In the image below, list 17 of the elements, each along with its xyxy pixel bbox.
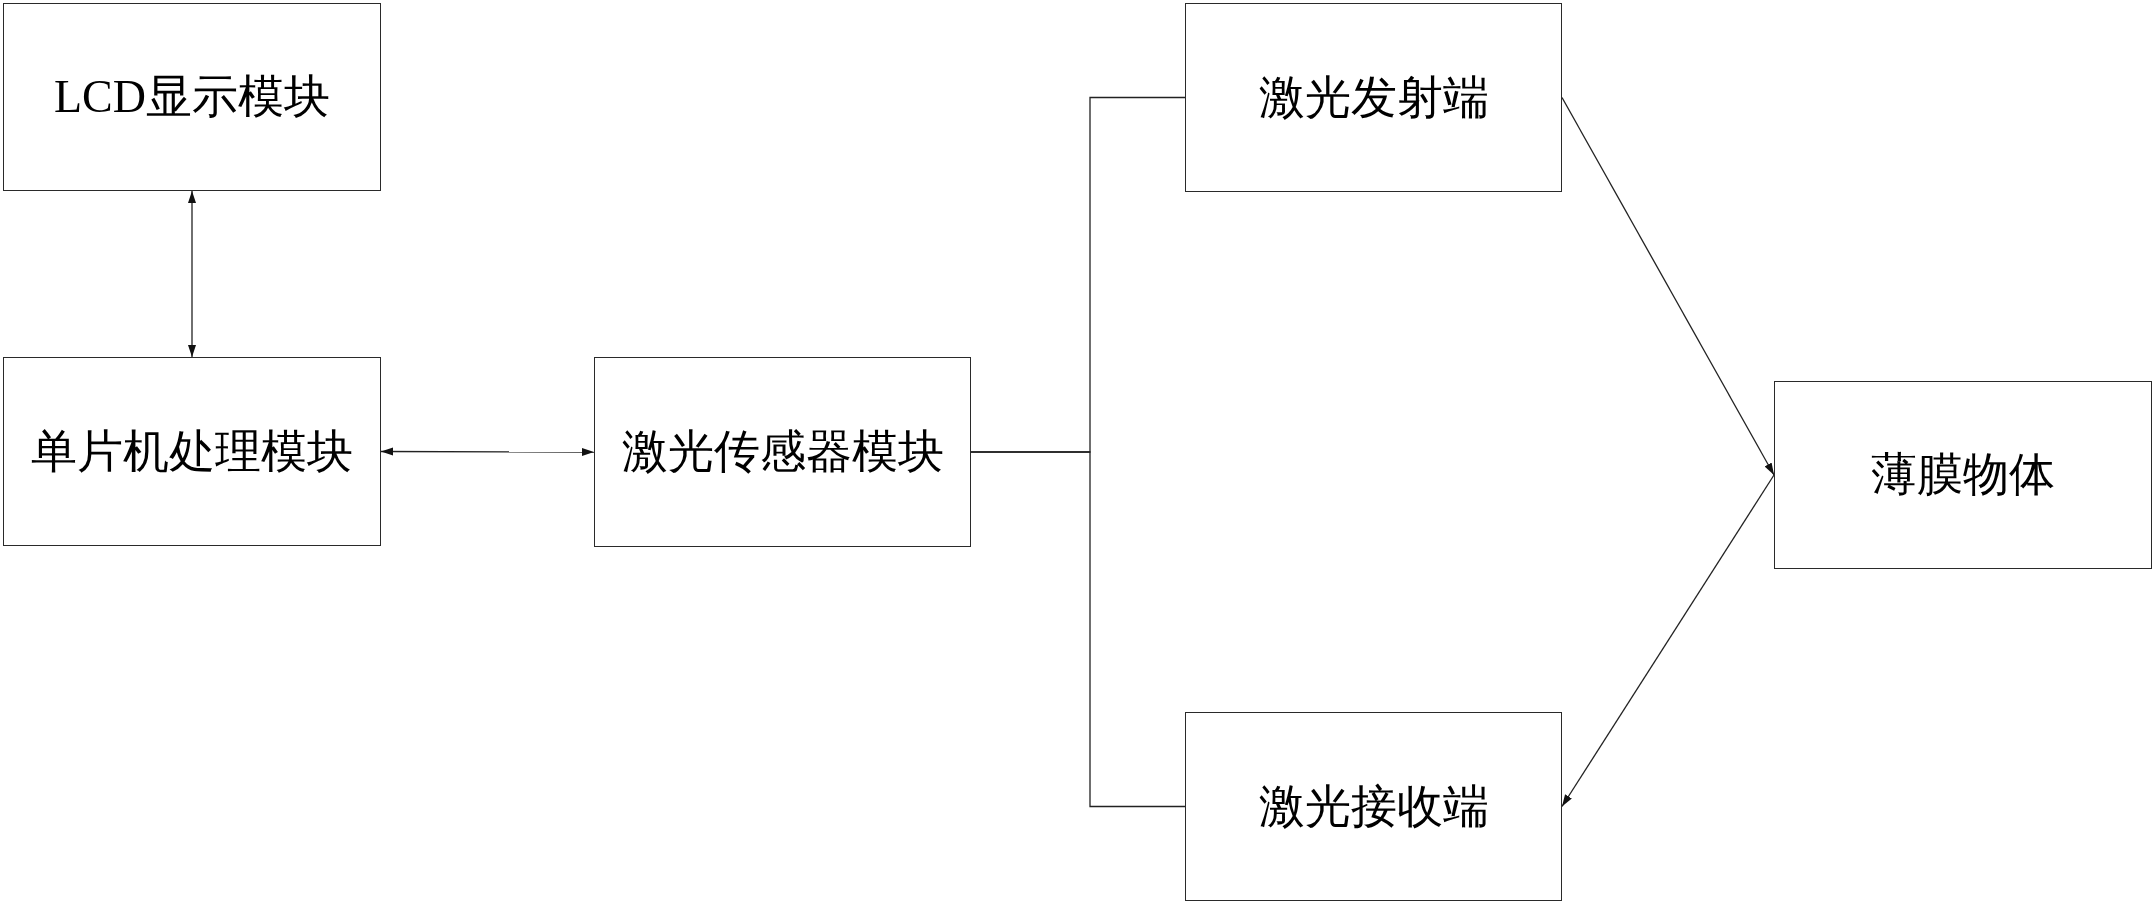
double-arrow <box>380 447 595 456</box>
box-label: 薄膜物体 <box>1871 448 2055 503</box>
double-arrow <box>188 190 196 358</box>
arrow <box>1561 474 1775 808</box>
box-label: 激光接收端 <box>1258 779 1489 834</box>
process-box <box>3 3 381 191</box>
process-box <box>1185 3 1562 192</box>
box-label: 激光传感器模块 <box>621 425 944 480</box>
process-box <box>1185 712 1562 901</box>
arrow <box>1561 96 1775 476</box>
connector-line <box>970 451 1186 808</box>
box-label: 单片机处理模块 <box>31 424 353 479</box>
process-box <box>3 357 381 546</box>
box-label: 激光发射端 <box>1258 70 1489 125</box>
process-box <box>594 357 971 547</box>
process-box <box>1774 381 2152 569</box>
box-label: LCD显示模块 <box>54 70 330 125</box>
